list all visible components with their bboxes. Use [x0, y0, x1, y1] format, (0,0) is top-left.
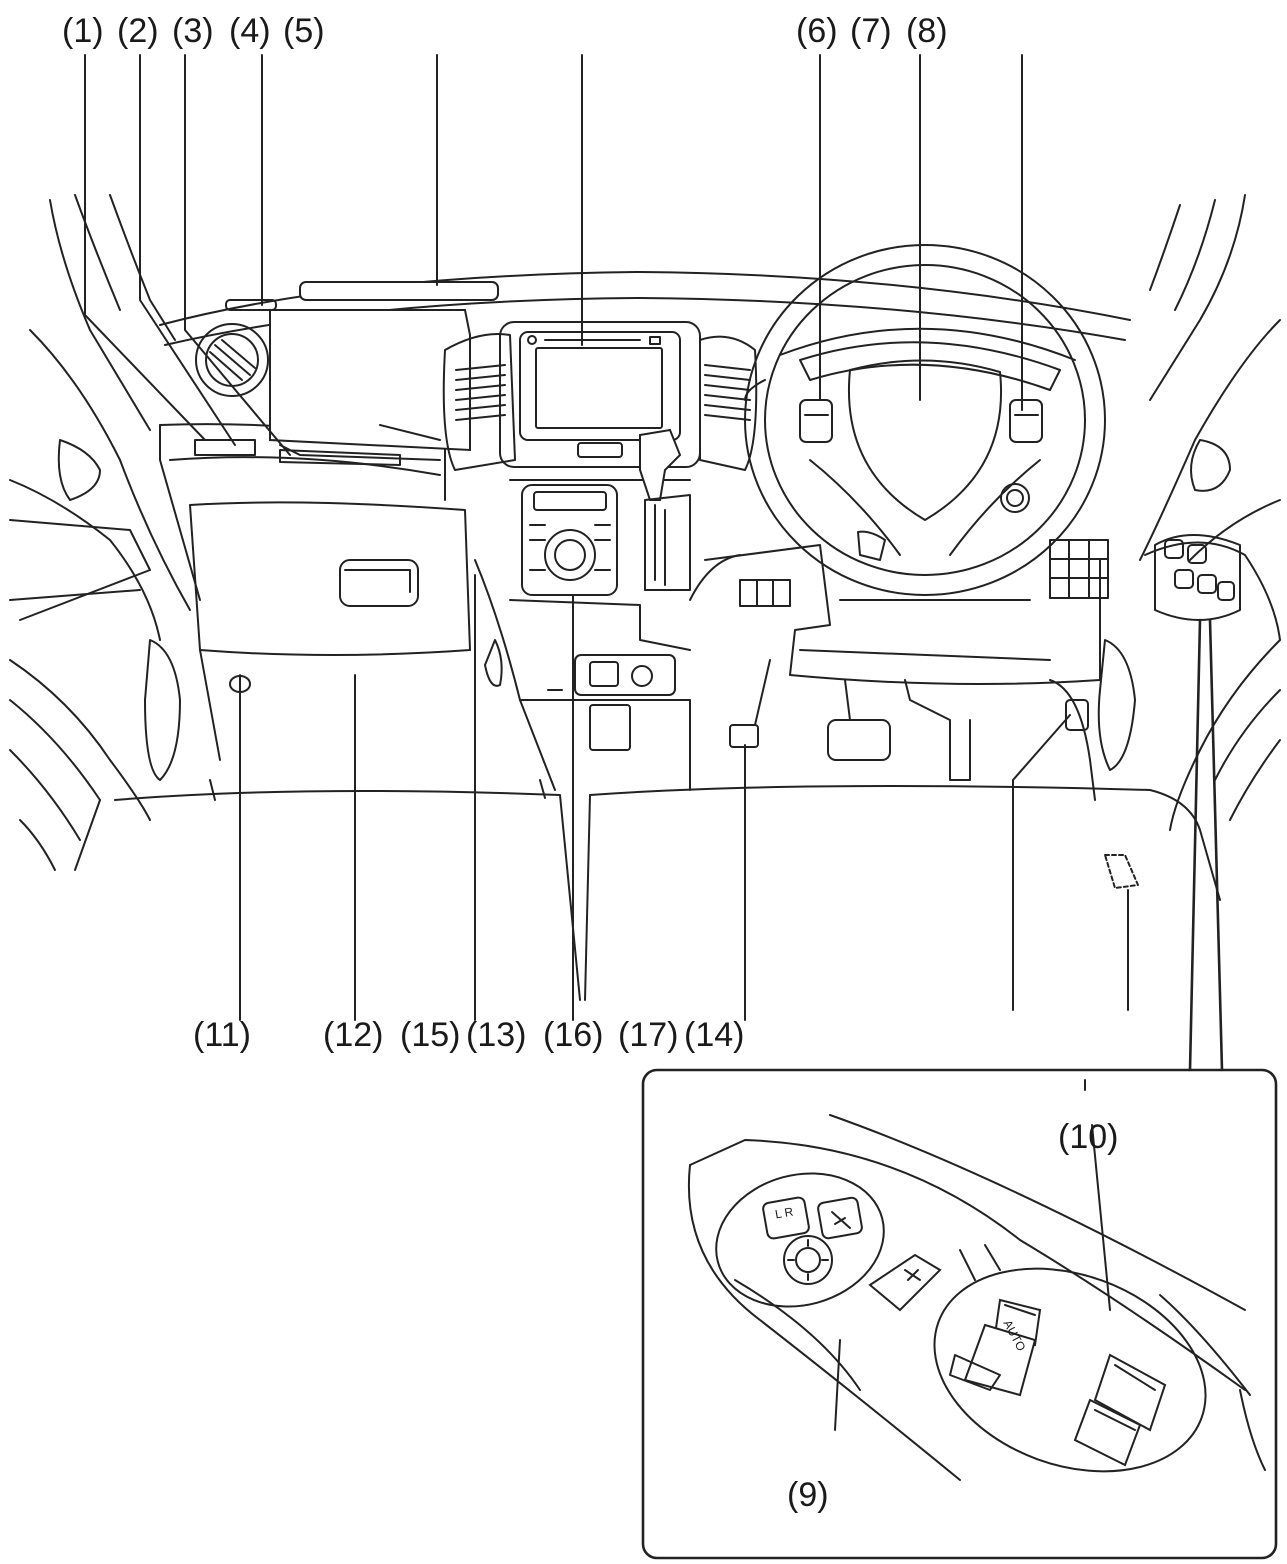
center-stack [442, 321, 758, 791]
passenger-display-panel [269, 309, 471, 461]
callout-13: (13) [466, 1016, 527, 1054]
callout-4: (4) [229, 12, 271, 50]
callout-11: (11) [193, 1016, 251, 1054]
right-door-outline [1097, 194, 1281, 831]
callout-12: (12) [323, 1016, 384, 1054]
callout-5: (5) [283, 12, 325, 50]
callout-2: (2) [117, 12, 159, 50]
callout-16: (16) [543, 1016, 604, 1054]
callout-17: (17) [618, 1016, 679, 1054]
callout-6: (6) [796, 12, 838, 50]
left-air-vent [195, 299, 277, 397]
mirror-lr-text: L R [773, 1204, 795, 1222]
callout-8: (8) [906, 12, 948, 50]
callout-10: (10) [1058, 1118, 1119, 1156]
callout-9: (9) [787, 1476, 829, 1514]
upper-tray [194, 439, 401, 466]
inset-panel [641, 1068, 1278, 1560]
driver-lower-dash [689, 539, 1109, 685]
callout-3: (3) [172, 12, 214, 50]
callout-1: (1) [62, 12, 104, 50]
pedals [729, 659, 1096, 801]
callout-15: (15) [400, 1016, 461, 1054]
callout-7: (7) [850, 12, 892, 50]
gear-shifter [639, 428, 691, 591]
front-seats [74, 779, 1221, 1001]
steering-wheel [744, 244, 1106, 596]
callout-14: (14) [684, 1016, 745, 1054]
door-switch-panel [1154, 534, 1241, 621]
leader-lines [84, 54, 1224, 1072]
left-door-outline [9, 194, 191, 871]
